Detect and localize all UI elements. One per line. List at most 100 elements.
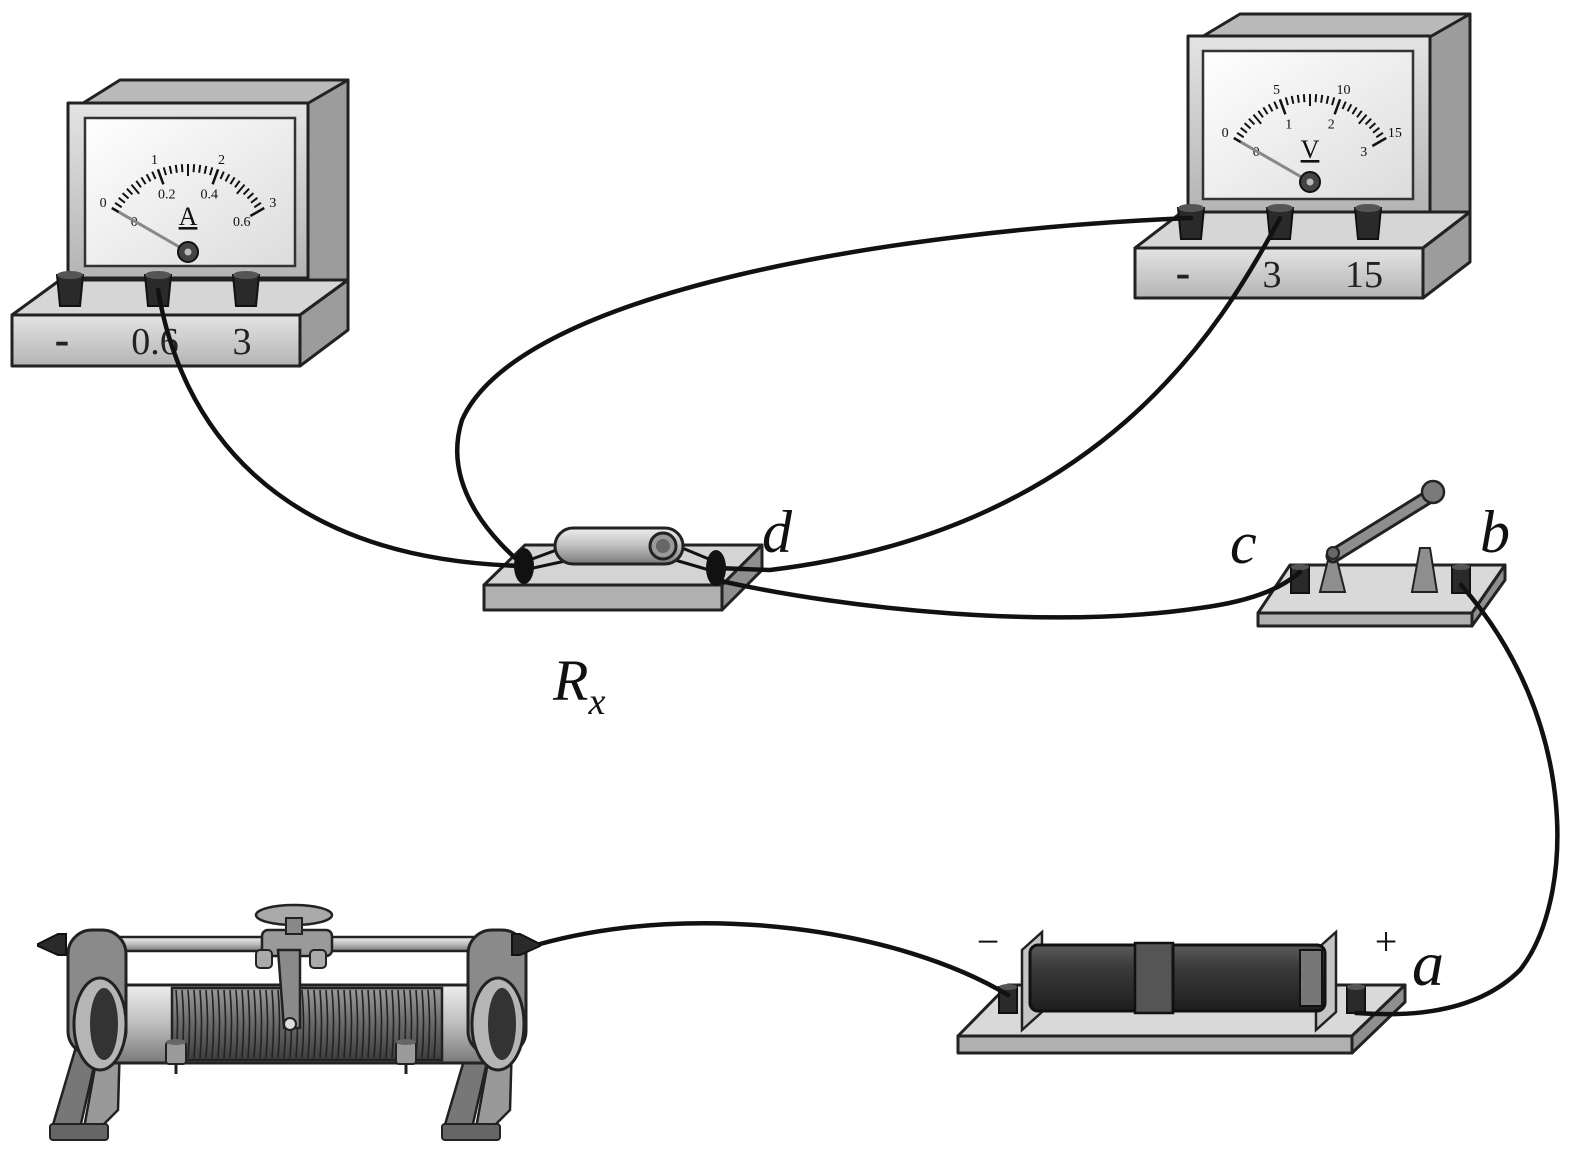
coil-winding (427, 989, 431, 1059)
scale-tick (1325, 95, 1330, 104)
scale-tick (1296, 94, 1300, 103)
ammeter-unit-label: A (179, 202, 198, 231)
scale-tick (1364, 118, 1372, 126)
coil-winding (229, 989, 233, 1059)
voltmeter-terminal-label-3: 3 (1263, 254, 1282, 296)
voltmeter-needle (1239, 140, 1311, 184)
wire-voltmeter-neg-to-resistor-left (455, 215, 1194, 569)
point-label-c: c (1230, 510, 1257, 576)
coil-winding (331, 989, 335, 1059)
scale-tick (1368, 122, 1377, 130)
scale-tick (1284, 97, 1289, 106)
scale-tick (1333, 98, 1342, 115)
scale-tick (130, 183, 140, 195)
coil-winding (223, 989, 227, 1059)
battery-neg-label: − (977, 919, 1000, 964)
voltmeter-terminal-15[interactable] (1353, 204, 1383, 240)
coil-winding (325, 989, 329, 1059)
scale-tick (145, 173, 152, 182)
voltmeter: 0510150123 V - 3 15 (1133, 12, 1472, 300)
coil-winding (355, 989, 359, 1059)
ammeter-terminal-3[interactable] (231, 271, 261, 307)
scale-tick (121, 192, 130, 200)
scale-tick (135, 180, 142, 188)
scale-tick (1267, 103, 1274, 112)
knife-switch (1256, 479, 1507, 628)
coil-winding (421, 989, 425, 1059)
ammeter-terminal-neg[interactable] (55, 271, 85, 307)
coil-winding (343, 989, 347, 1059)
scale-tick (1257, 110, 1264, 118)
scale-tick (242, 188, 250, 196)
coil-winding (205, 989, 209, 1059)
rheostat-terminal-top-right[interactable] (511, 933, 541, 956)
scale-label-bottom: 3 (1360, 145, 1367, 160)
coil-winding (199, 989, 203, 1059)
scale-tick (1375, 131, 1384, 139)
scale-tick (203, 165, 208, 174)
coil-winding (211, 989, 215, 1059)
scale-tick (114, 201, 123, 209)
scale-label-bottom: 0.4 (200, 188, 218, 203)
switch-blade[interactable] (1325, 479, 1446, 564)
scale-tick (192, 164, 196, 173)
scale-tick (198, 164, 202, 173)
resistor-rx (482, 526, 764, 612)
switch-terminal-b[interactable] (1451, 564, 1471, 594)
scale-label-top: 10 (1337, 83, 1351, 98)
coil-winding (385, 989, 389, 1059)
scale-tick (1314, 94, 1318, 103)
coil-winding (301, 989, 305, 1059)
scale-tick (1331, 97, 1336, 106)
voltmeter-terminal-label-neg: - (1176, 248, 1191, 297)
battery-pos-label: + (1375, 919, 1398, 964)
ammeter-terminal-0.6[interactable] (143, 271, 173, 307)
coil-winding (319, 989, 323, 1059)
wire-rheostat-to-battery-neg (537, 921, 1011, 998)
scale-tick (174, 164, 178, 173)
coil-winding (217, 989, 221, 1059)
scale-tick (1240, 127, 1248, 134)
scale-label-top: 2 (218, 153, 225, 168)
scale-label-bottom: 1 (1285, 118, 1292, 133)
rheostat-terminal-top-left[interactable] (37, 933, 67, 956)
coil-winding (349, 989, 353, 1059)
point-label-b: b (1480, 499, 1510, 565)
coil-winding (193, 989, 197, 1059)
scale-tick (246, 192, 255, 200)
scale-tick (229, 176, 236, 185)
scale-tick (1248, 118, 1256, 126)
coil-winding (253, 989, 257, 1059)
coil-winding (271, 989, 275, 1059)
coil-winding (241, 989, 245, 1059)
wire-switch-b-to-battery-pos (1353, 582, 1560, 1017)
coil-winding (373, 989, 377, 1059)
scale-tick (162, 167, 167, 176)
resistor-label: Rx (552, 648, 605, 723)
scale-tick (1302, 94, 1306, 103)
rheostat-slider[interactable] (254, 903, 334, 1031)
rheostat-terminal-bottom-right[interactable] (395, 1039, 417, 1074)
scale-label-top: 5 (1273, 83, 1280, 98)
scale-tick (209, 167, 214, 176)
scale-tick (151, 171, 157, 180)
coil-winding (337, 989, 341, 1059)
battery-terminal-neg[interactable] (998, 984, 1018, 1014)
scale-tick (234, 180, 241, 188)
scale-tick (1252, 113, 1262, 125)
coil-winding (247, 989, 251, 1059)
coil-winding (391, 989, 395, 1059)
ammeter-terminal-label-neg: - (55, 315, 70, 364)
rheostat-terminal-bottom-left[interactable] (165, 1039, 187, 1074)
ammeter-terminal-label-3: 3 (233, 321, 252, 363)
voltmeter-terminal-neg[interactable] (1176, 204, 1206, 240)
scale-label-top: 3 (269, 196, 276, 211)
scale-tick (1243, 122, 1252, 130)
scale-tick (126, 188, 134, 196)
rheostat (37, 903, 541, 1141)
ammeter-scale: 012300.20.40.6 (100, 153, 277, 230)
battery-terminal-pos[interactable] (1346, 984, 1366, 1014)
scale-tick (253, 201, 262, 209)
battery (956, 929, 1407, 1055)
